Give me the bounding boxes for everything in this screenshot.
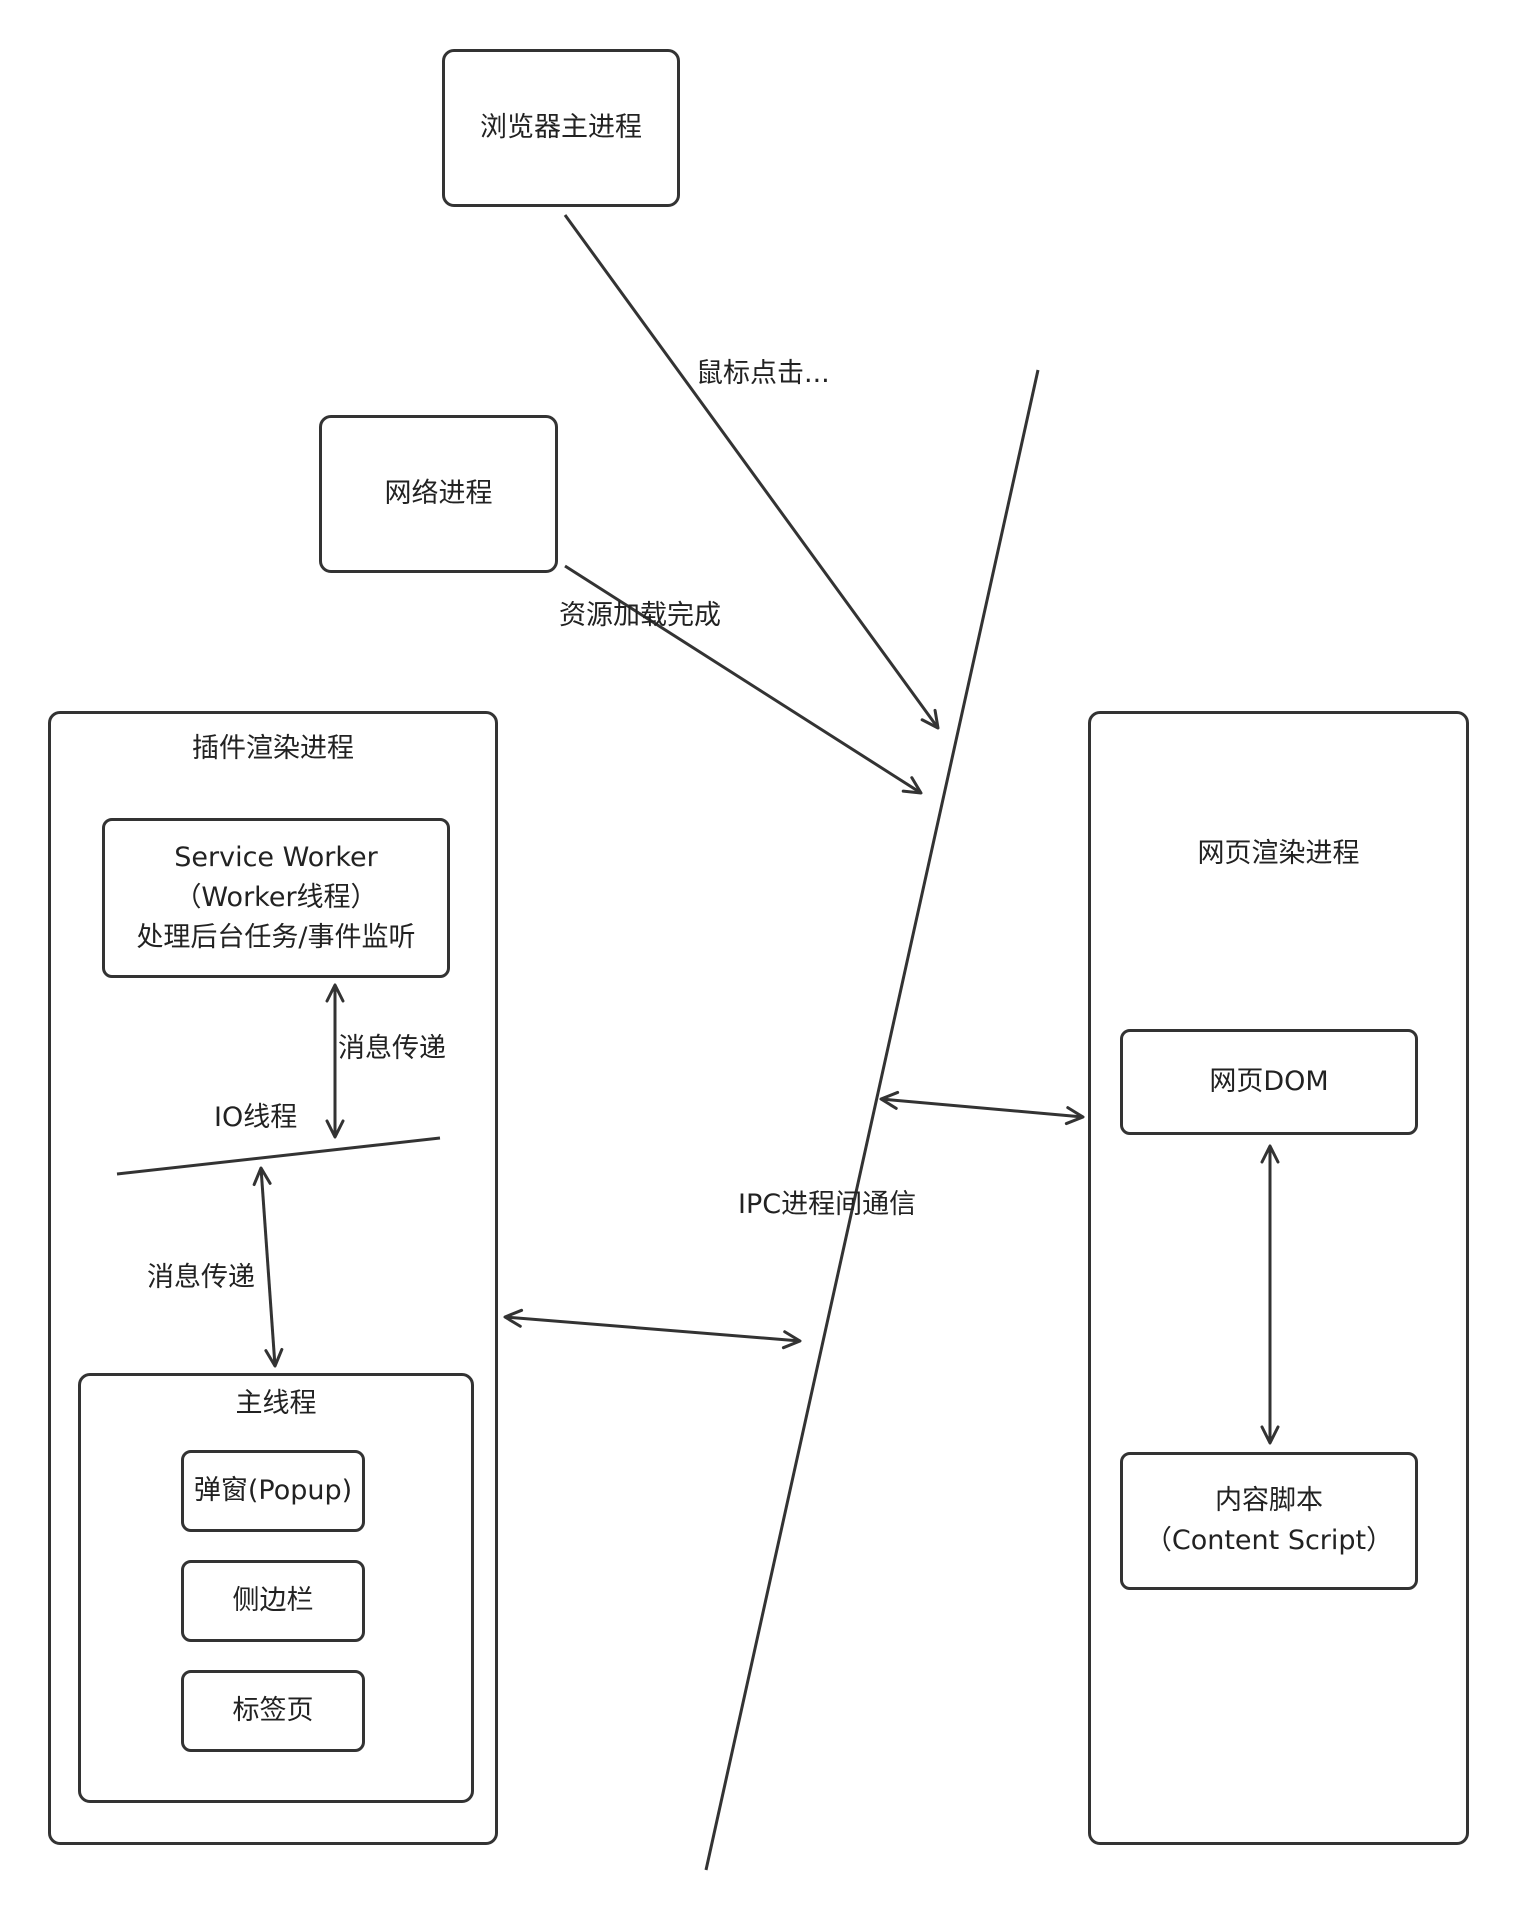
io-thread-label: IO线程: [214, 1102, 298, 1133]
service-worker-line2: （Worker线程）: [174, 882, 378, 913]
resource-loaded-label: 资源加载完成: [559, 600, 721, 631]
io-main-message-arrow: [252, 1166, 284, 1368]
content-script-box: [1120, 1452, 1418, 1590]
mouse-click-label: 鼠标点击...: [696, 358, 830, 389]
content-script-line2: （Content Script）: [1144, 1525, 1394, 1556]
extension-render-process-box: [48, 711, 498, 1845]
popup-box: [181, 1450, 365, 1532]
service-worker-box: [102, 818, 450, 978]
popup-label: 弹窗(Popup): [193, 1475, 353, 1506]
sidebar-box: [181, 1560, 365, 1642]
service-worker-line3: 处理后台任务/事件监听: [136, 922, 416, 953]
page-dom-box: [1120, 1029, 1418, 1135]
message-passing-lower-label: 消息传递: [147, 1262, 255, 1293]
ipc-label: IPC进程间通信: [738, 1189, 917, 1220]
main-thread-box: [78, 1373, 474, 1803]
extension-render-process-title: 插件渲染进程: [192, 733, 354, 764]
content-script-line1: 内容脚本: [1215, 1485, 1323, 1516]
page-render-process-title: 网页渲染进程: [1197, 838, 1360, 869]
page-dom-label: 网页DOM: [1209, 1066, 1329, 1097]
tab-page-box: [181, 1670, 365, 1752]
mouse-click-arrow: [563, 214, 940, 730]
ipc-boundary-line: [704, 369, 1040, 1871]
resource-loaded-arrow: [564, 564, 923, 795]
service-worker-label: Service Worker （Worker线程） 处理后台任务/事件监听: [102, 818, 450, 978]
tab-page-label: 标签页: [232, 1695, 314, 1726]
network-process-box: [319, 415, 558, 573]
message-passing-upper-label: 消息传递: [338, 1033, 446, 1064]
io-thread-line: [116, 1136, 441, 1176]
main-thread-title: 主线程: [235, 1388, 317, 1419]
page-render-process-box: [1088, 711, 1469, 1845]
browser-main-process-label: 浏览器主进程: [480, 112, 642, 143]
content-script-label: 内容脚本 （Content Script）: [1120, 1452, 1418, 1590]
page-ipc-arrow: [879, 1090, 1085, 1126]
extension-ipc-arrow: [503, 1308, 802, 1350]
browser-main-process-box: [442, 49, 680, 207]
service-worker-line1: Service Worker: [174, 842, 378, 873]
sidebar-label: 侧边栏: [232, 1585, 314, 1616]
network-process-label: 网络进程: [384, 478, 493, 509]
